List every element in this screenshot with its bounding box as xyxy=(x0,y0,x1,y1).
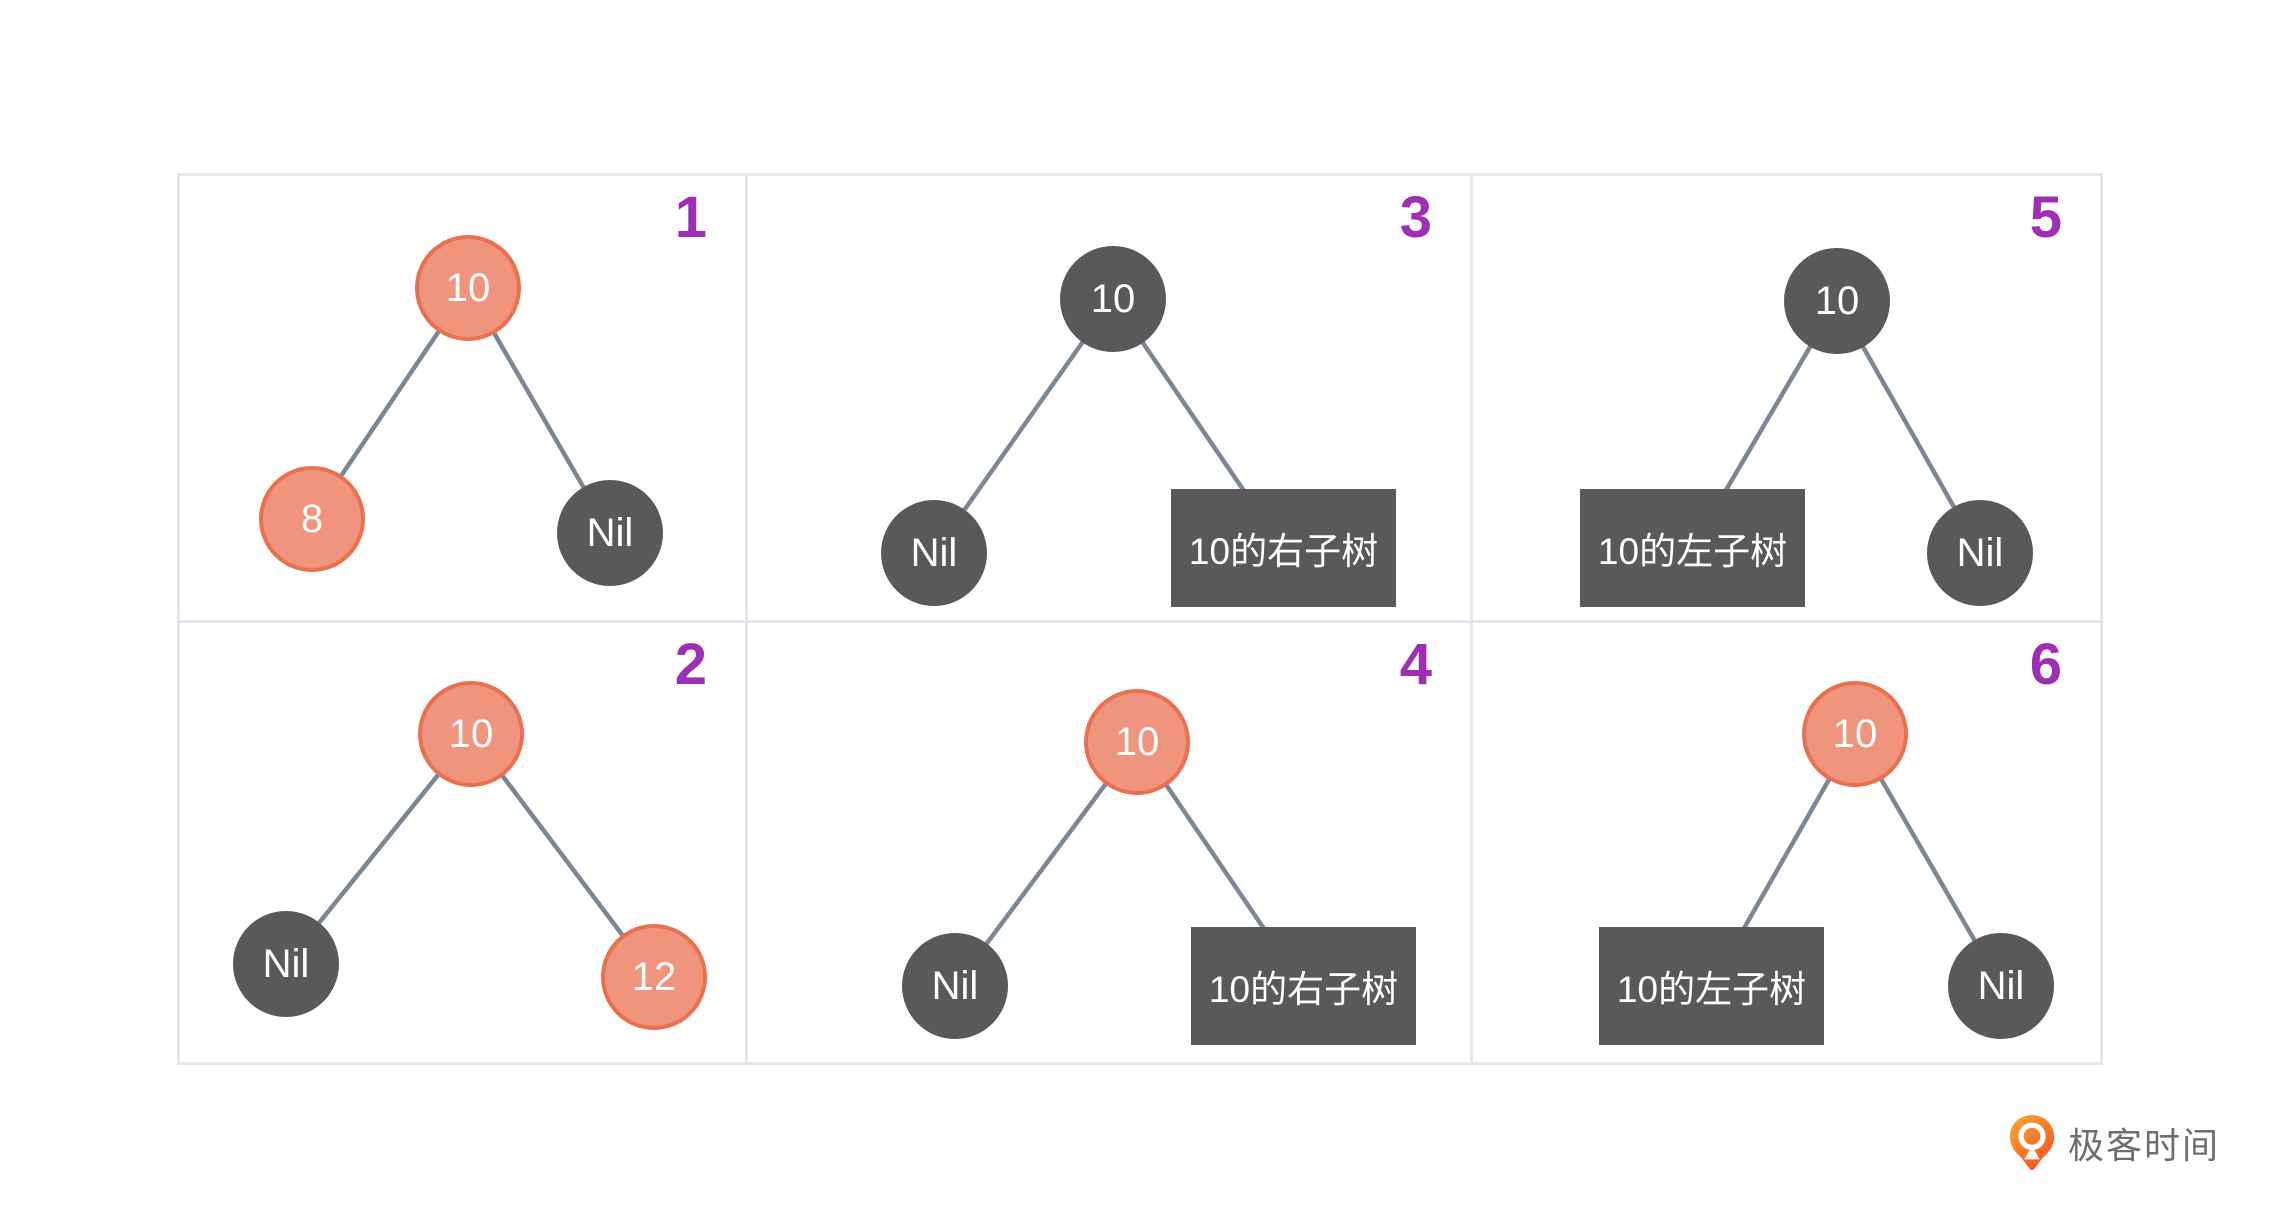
tree-node-left: 8 xyxy=(259,466,365,572)
tree-node-root: 10 xyxy=(1784,248,1890,354)
diagram-grid: 10 8 Nil 1 10 Nil 10的右子树 3 10 10的左子树 Nil… xyxy=(177,173,2103,1065)
grid-divider-vertical-2 xyxy=(1470,176,1473,1062)
geektime-pin-icon xyxy=(2009,1115,2055,1171)
panel-number: 5 xyxy=(2029,185,2062,250)
panel-6: 10 10的左子树 Nil 6 xyxy=(1473,623,2100,1062)
tree-node-root: 10 xyxy=(418,681,524,787)
tree-subtree-right: 10的右子树 xyxy=(1191,927,1416,1045)
panel-4: 10 Nil 10的右子树 4 xyxy=(748,623,1470,1062)
tree-node-right: Nil xyxy=(1927,500,2033,606)
tree-subtree-left: 10的左子树 xyxy=(1580,489,1805,607)
tree-subtree-left: 10的左子树 xyxy=(1599,927,1824,1045)
tree-node-right: Nil xyxy=(557,480,663,586)
tree-node-root: 10 xyxy=(415,235,521,341)
panel-number: 2 xyxy=(674,632,707,697)
panel-2: 10 Nil 12 2 xyxy=(180,623,745,1062)
tree-node-root: 10 xyxy=(1060,246,1166,352)
grid-divider-horizontal xyxy=(180,620,2100,623)
tree-node-left: Nil xyxy=(881,500,987,606)
tree-node-left: Nil xyxy=(233,911,339,1017)
tree-subtree-right: 10的右子树 xyxy=(1171,489,1396,607)
panel-1: 10 8 Nil 1 xyxy=(180,176,745,620)
panel-3: 10 Nil 10的右子树 3 xyxy=(748,176,1470,620)
tree-node-left: Nil xyxy=(902,933,1008,1039)
geektime-logo-text: 极客时间 xyxy=(2068,1125,2221,1166)
panel-number: 6 xyxy=(2029,632,2062,697)
panel-number: 3 xyxy=(1399,185,1432,250)
panel-5: 10 10的左子树 Nil 5 xyxy=(1473,176,2100,620)
panel-number: 4 xyxy=(1399,632,1432,697)
tree-node-right: 12 xyxy=(601,924,707,1030)
grid-divider-vertical-1 xyxy=(745,176,748,1062)
geektime-logo: 极客时间 xyxy=(2008,1114,2220,1172)
tree-node-root: 10 xyxy=(1084,689,1190,795)
tree-node-root: 10 xyxy=(1802,681,1908,787)
panel-number: 1 xyxy=(674,185,707,250)
tree-node-right: Nil xyxy=(1948,933,2054,1039)
